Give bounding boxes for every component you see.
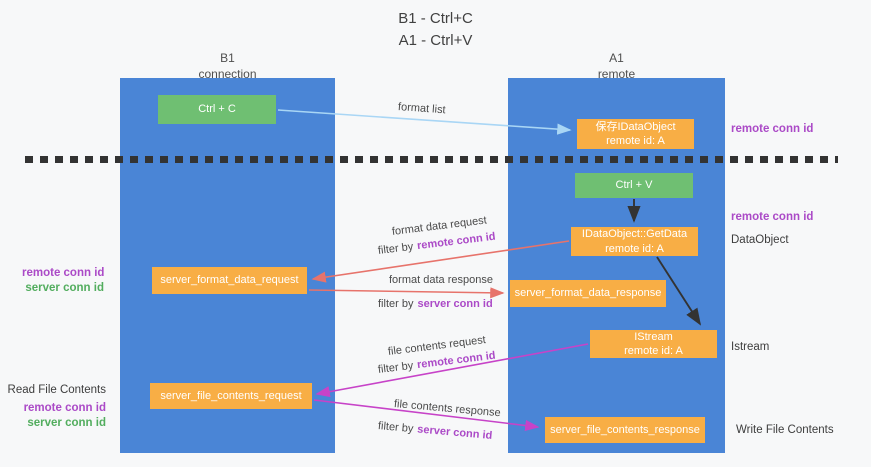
- filter-remote-conn-id-1: remote conn id: [416, 230, 497, 253]
- ctrl-v-box: Ctrl + V: [575, 173, 693, 198]
- lane-header-a1: A1 remote: [508, 50, 725, 82]
- server-conn-id-label-left1: server conn id: [25, 281, 104, 294]
- server-format-data-response-box: server_format_data_response: [510, 280, 666, 307]
- arrow-format-data-response: [308, 287, 505, 299]
- ctrl-v-label: Ctrl + V: [615, 179, 653, 192]
- server-conn-id-label-left2: server conn id: [27, 416, 106, 429]
- getdata-line1: IDataObject::GetData: [581, 228, 688, 241]
- idataobject-getdata-box: IDataObject::GetData remote id: A: [571, 227, 698, 256]
- remote-conn-id-label-top: remote conn id: [731, 123, 814, 135]
- server-file-contents-response-label: server_file_contents_response: [550, 423, 700, 436]
- filter-server-conn-id-4: server conn id: [416, 423, 493, 442]
- istream-line2: remote id: A: [624, 345, 683, 357]
- getdata-line2: remote id: A: [605, 242, 664, 255]
- filter-by-text-1: filter by: [377, 240, 414, 257]
- filter-by-text-4: filter by: [377, 420, 414, 436]
- ctrl-c-box: Ctrl + C: [158, 95, 276, 124]
- diagram-title: B1 - Ctrl+C A1 - Ctrl+V: [0, 8, 871, 52]
- remote-conn-id-label-left2: remote conn id: [23, 401, 106, 414]
- remote-conn-id-label-mid: remote conn id: [731, 211, 814, 223]
- save-idataobject-line1: 保存IDataObject: [595, 120, 676, 133]
- format-list-edge-label: format list: [397, 101, 446, 117]
- save-idataobject-line2: remote id: A: [606, 135, 665, 147]
- lane-header-b1: B1 connection: [120, 50, 335, 82]
- server-file-contents-request-box: server_file_contents_request: [150, 383, 312, 409]
- title-line-1: B1 - Ctrl+C: [398, 10, 473, 27]
- istream-box: IStream remote id: A: [590, 330, 717, 358]
- title-line-2: A1 - Ctrl+V: [398, 31, 473, 49]
- server-format-data-request-box: server_format_data_request: [152, 267, 307, 294]
- file-contents-response-edge-label: file contents response: [393, 398, 502, 420]
- server-file-contents-response-box: server_file_contents_response: [545, 417, 705, 443]
- write-file-contents-label: Write File Contents: [736, 424, 834, 436]
- lane-a1-subtitle: remote: [597, 67, 636, 82]
- remote-conn-id-label-left1: remote conn id: [22, 267, 105, 279]
- ctrl-c-label: Ctrl + C: [198, 103, 236, 116]
- left-conn-id-block-1: remote conn id server conn id: [22, 266, 104, 296]
- server-format-data-response-label: server_format_data_response: [514, 287, 662, 300]
- lane-a1-name: A1: [609, 51, 624, 65]
- filter-server-conn-id-2: server conn id: [417, 298, 493, 310]
- lane-b1-name: B1: [220, 51, 235, 65]
- read-file-contents-label: Read File Contents: [7, 384, 106, 396]
- session-separator-dashed-line: [25, 156, 838, 163]
- istream-side-label: Istream: [731, 341, 770, 353]
- istream-line1: IStream: [634, 330, 673, 343]
- server-format-data-request-label: server_format_data_request: [160, 274, 299, 287]
- left-conn-id-block-2: Read File Contents remote conn id server…: [6, 383, 106, 431]
- format-data-response-edge-label: format data response: [389, 274, 493, 286]
- dataobject-label: DataObject: [731, 234, 789, 246]
- filter-by-text-3: filter by: [377, 359, 414, 376]
- save-idataobject-box: 保存IDataObject remote id: A: [577, 119, 694, 149]
- filter-by-text-2: filter by: [378, 298, 414, 310]
- server-file-contents-request-label: server_file_contents_request: [160, 389, 302, 402]
- lane-b1-subtitle: connection: [198, 67, 257, 82]
